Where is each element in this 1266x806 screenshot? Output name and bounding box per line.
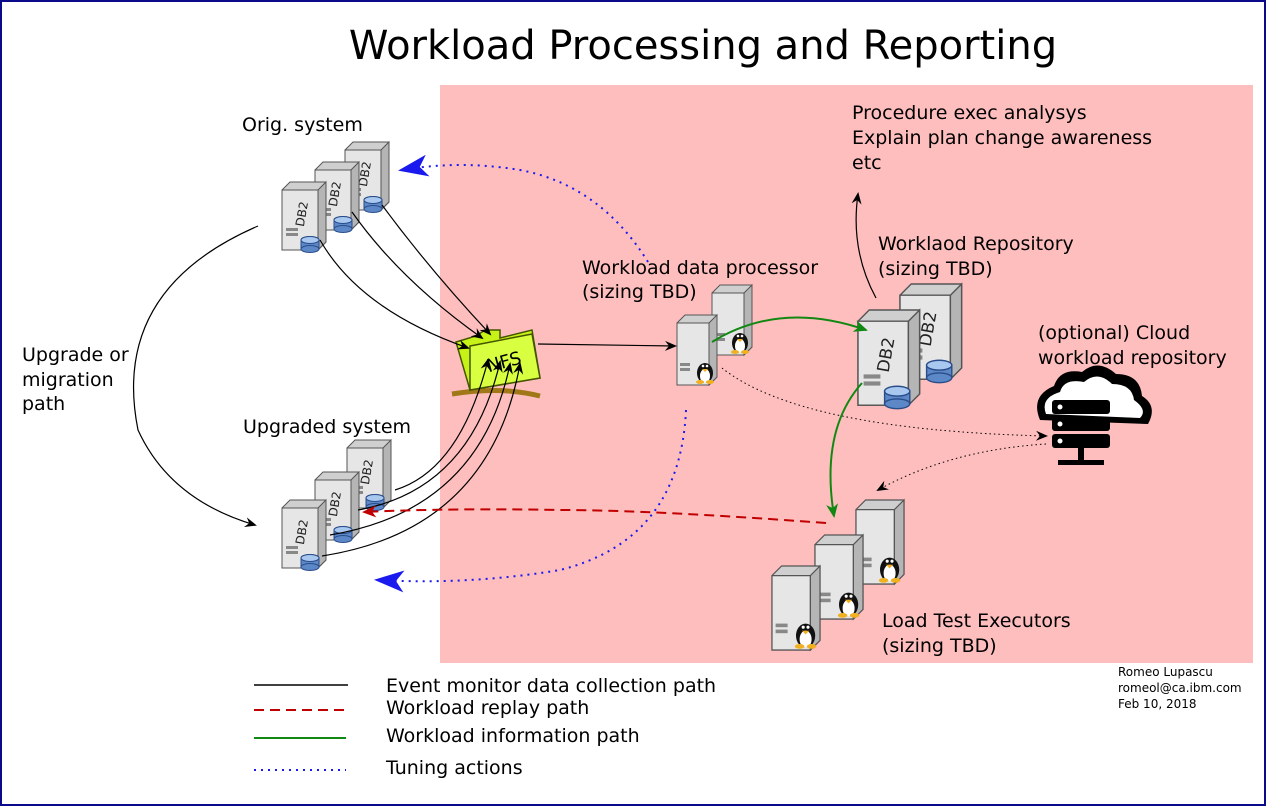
tuning-paths: [374, 154, 687, 593]
page-title: Workload Processing and Reporting: [349, 23, 1057, 69]
collection-paths: [132, 192, 877, 557]
orig-system-label: Orig. system: [242, 114, 363, 136]
legend-collection-label: Event monitor data collection path: [386, 675, 716, 697]
legend-replay-label: Workload replay path: [386, 697, 589, 719]
executors-label: Load Test Executors (sizing TBD): [882, 610, 1077, 657]
cloud-server-icon: [1037, 365, 1152, 465]
legend: Event monitor data collection path Workl…: [254, 675, 716, 779]
cloud-label: (optional) Cloud workload repository: [1038, 322, 1227, 369]
author-info: Romeo Lupascu romeol@ca.ibm.com Feb 10, …: [1118, 665, 1245, 711]
legend-tuning-label: Tuning actions: [385, 757, 523, 779]
procedure-label: Procedure exec analysys Explain plan cha…: [852, 102, 1158, 174]
nfs-folder-icon: NFS: [451, 329, 541, 399]
upgraded-system-label: Upgraded system: [243, 416, 411, 438]
processor-label: Workload data processor (sizing TBD): [582, 257, 824, 303]
information-paths: [711, 316, 868, 518]
replay-path: [362, 505, 827, 524]
cloud-paths: [721, 367, 1048, 491]
legend-information-label: Workload information path: [386, 725, 640, 747]
upgrade-path-label: Upgrade or migration path: [22, 344, 135, 415]
repository-label: Worklaod Repository (sizing TBD): [878, 233, 1080, 280]
